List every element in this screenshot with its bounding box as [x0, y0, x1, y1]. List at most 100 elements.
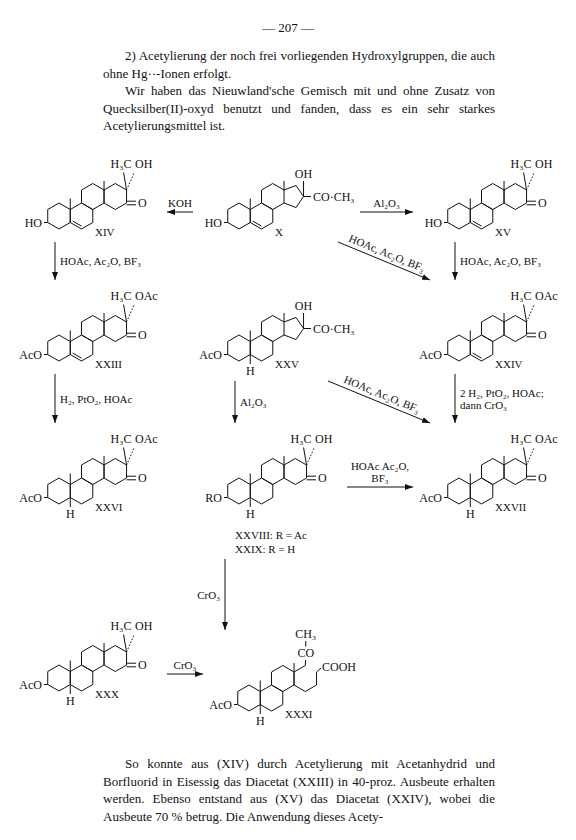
- double-bond: [253, 221, 262, 226]
- ring-bond: [504, 316, 527, 342]
- methyl-bond: [70, 474, 71, 485]
- structure-formula: OHCO·CH₃HOX: [195, 150, 358, 240]
- methyl-bond: [504, 181, 505, 190]
- substituent-label: O: [538, 329, 547, 341]
- ring-bond: [48, 203, 71, 229]
- substituent-label: O: [138, 197, 147, 209]
- substituent-bond: [250, 355, 251, 365]
- reaction-arrow: [455, 242, 456, 280]
- substituent-label: OH: [135, 620, 152, 632]
- compound-number: XXV: [275, 358, 299, 370]
- substituent-label: AcO: [419, 492, 442, 504]
- compound-number: XXVIII: R = Ac: [235, 529, 307, 541]
- ring-bond: [284, 186, 304, 208]
- double-bond: [73, 353, 82, 358]
- substituent-label: O: [538, 197, 547, 209]
- substituent-label: H₃C: [111, 290, 132, 302]
- carbonyl-bond: [127, 333, 136, 334]
- page-number: — 207 —: [0, 19, 576, 37]
- substituent-bond: [524, 448, 527, 466]
- body-paragraph: So konnte aus (XIV) durch Acetylierung m…: [103, 755, 495, 825]
- ring-bond: [482, 184, 505, 210]
- ring-bond: [70, 665, 93, 691]
- substituent-label: H: [66, 508, 75, 520]
- substituent-label: O: [138, 472, 147, 484]
- carbonyl-bond: [307, 476, 316, 477]
- substituent-bond: [127, 172, 135, 190]
- substituent-label: HO: [425, 217, 442, 229]
- ring-bond: [272, 666, 295, 692]
- reagent-label: KOH: [168, 197, 192, 209]
- methyl-bond: [104, 643, 105, 652]
- carbonyl-bond: [527, 204, 536, 205]
- reaction-arrow: [225, 559, 226, 630]
- ring-bond: [250, 203, 273, 229]
- substituent-label: H₃C: [111, 158, 132, 170]
- substituent-bond: [304, 448, 307, 466]
- methyl-bond: [284, 181, 285, 190]
- substituent-label: CO·CH₃: [313, 323, 355, 335]
- ring-bond: [448, 203, 471, 229]
- substituent-label: H₃C: [511, 290, 532, 302]
- substituent-label: OAc: [535, 433, 558, 445]
- ring-bond: [48, 335, 71, 361]
- substituent-label: O: [538, 472, 547, 484]
- substituent-label: AcO: [19, 492, 42, 504]
- body-paragraph: Wir haben das Nieuwland'sche Gemisch mit…: [103, 82, 495, 135]
- methyl-bond: [470, 474, 471, 485]
- reaction-arrow: [347, 487, 413, 488]
- substituent-label: OH: [135, 158, 152, 170]
- reagent-label: HOAc, Ac₂O, BF₃: [343, 373, 422, 415]
- substituent-label: OH: [535, 158, 552, 170]
- substituent-label: H₃C: [111, 620, 132, 632]
- reaction-arrow: [167, 212, 193, 213]
- substituent-bond: [524, 305, 527, 323]
- substituent-label: H₃C: [511, 433, 532, 445]
- ring-bond: [48, 478, 71, 504]
- reaction-arrow: [360, 212, 413, 213]
- ring-bond: [82, 184, 105, 210]
- methyl-bond: [250, 474, 251, 485]
- substituent-label: COOH: [322, 661, 356, 673]
- ring-bond: [48, 665, 71, 691]
- substituent-bond: [70, 498, 71, 508]
- reaction-arrow: [235, 381, 236, 423]
- substituent-bond: [317, 668, 321, 672]
- methyl-bond: [104, 181, 105, 190]
- substituent-label: OAc: [535, 290, 558, 302]
- substituent-label: CO: [297, 647, 314, 659]
- compound-number: XXVII: [495, 501, 526, 513]
- ring-bond: [70, 203, 93, 229]
- substituent-label: H: [66, 695, 75, 707]
- reagent-label: CrO₃: [174, 659, 197, 671]
- ring-bond: [104, 316, 127, 342]
- methyl-bond: [70, 199, 71, 210]
- ring-bond: [104, 184, 127, 210]
- substituent-label: AcO: [419, 349, 442, 361]
- ring-bond: [284, 318, 304, 340]
- structure-formula: H₃COAcOAcOXXIV: [415, 282, 565, 372]
- substituent-label: AcO: [19, 679, 42, 691]
- methyl-bond: [504, 456, 505, 465]
- carbonyl-bond: [527, 333, 536, 334]
- substituent-bond: [124, 305, 127, 323]
- ring-bond: [262, 184, 285, 210]
- double-bond: [73, 221, 82, 226]
- methyl-bond: [70, 331, 71, 342]
- substituent-label: H: [246, 365, 255, 377]
- carbonyl-bond: [127, 201, 136, 202]
- compound-number: XIV: [95, 226, 115, 238]
- reagent-label: Al₂O₃: [240, 396, 267, 408]
- methyl-bond: [284, 313, 285, 322]
- substituent-bond: [124, 448, 127, 466]
- ring-bond: [262, 316, 285, 342]
- reagent-label: HOAc, Ac₂O, BF₃: [348, 232, 427, 274]
- carbonyl-bond: [527, 201, 536, 202]
- structure-formula: OHCO·CH₃AcOHXXV: [195, 282, 358, 379]
- carbonyl-bond: [307, 479, 316, 480]
- substituent-bond: [524, 173, 527, 191]
- structure-formula: H₃COAcOAcOXXIII: [15, 282, 165, 372]
- structure-formula: H₃COHOROHXXVIII: R = AcXXIX: R = H: [195, 425, 345, 557]
- ring-bond: [250, 335, 273, 361]
